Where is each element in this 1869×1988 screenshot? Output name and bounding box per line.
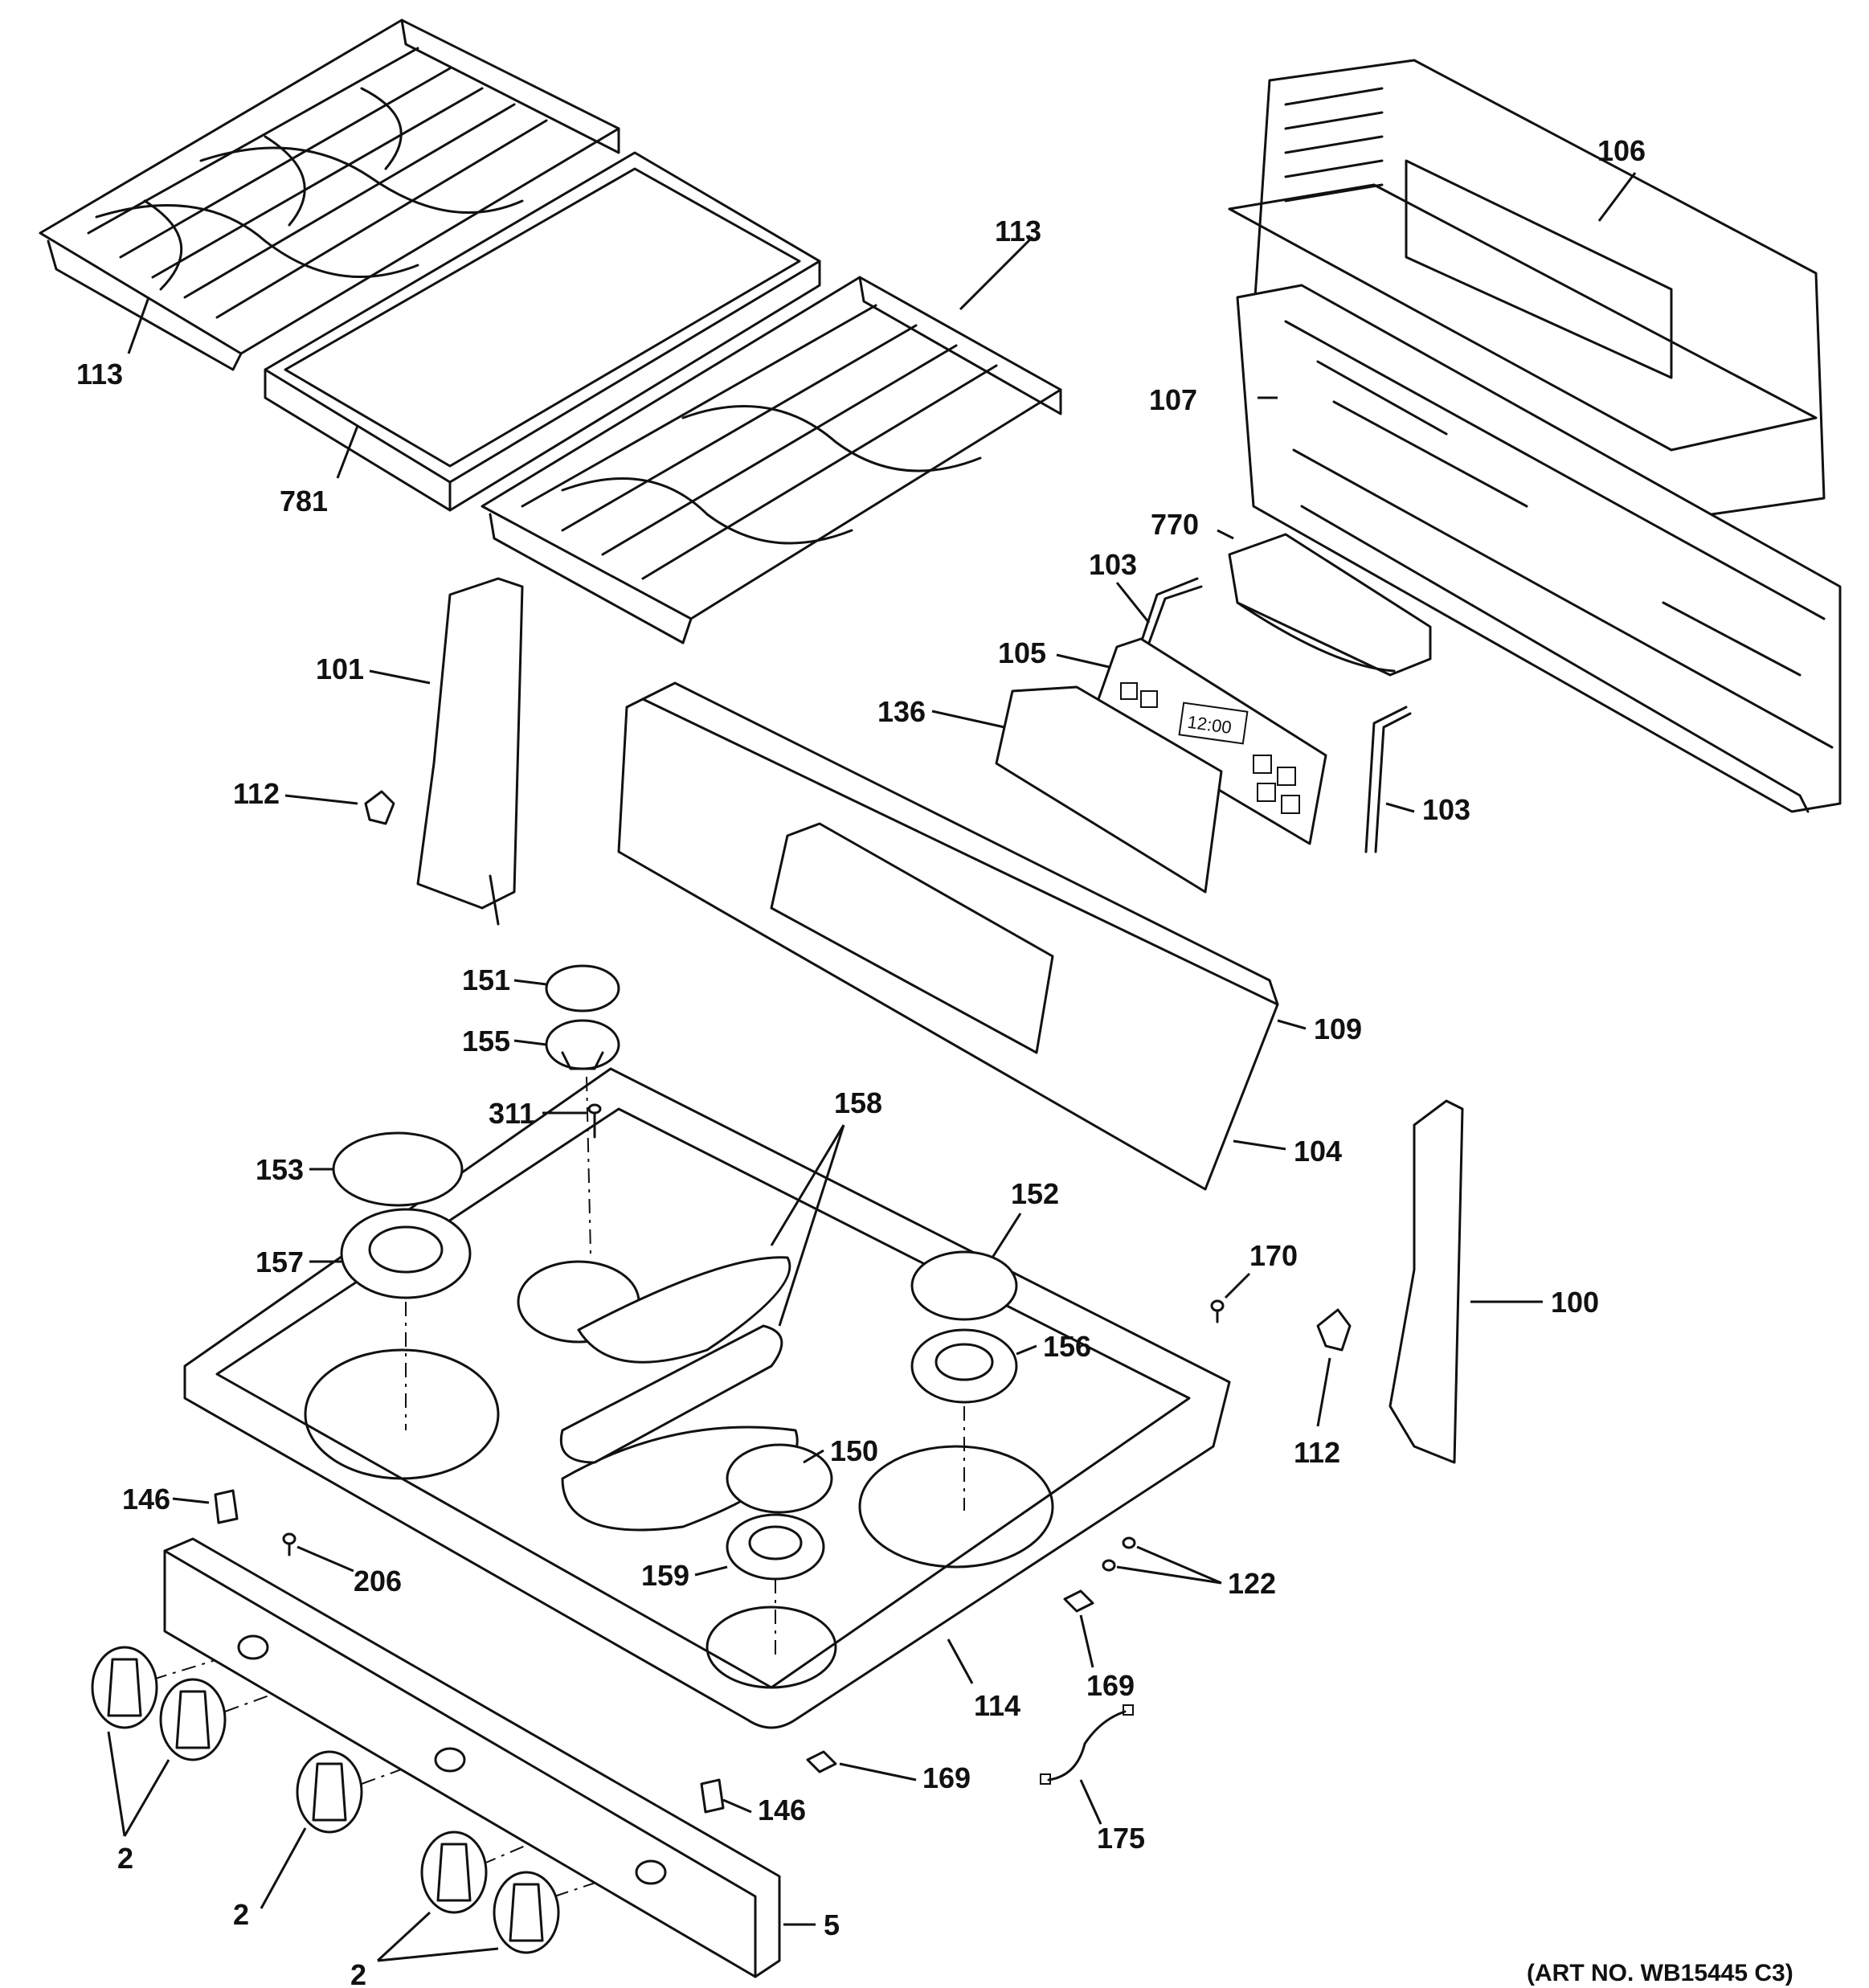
clip-112-left[interactable] [364, 790, 395, 825]
orifice-311[interactable] [587, 1103, 602, 1139]
callout-175: 175 [1097, 1822, 1145, 1855]
knob-4[interactable] [420, 1831, 488, 1914]
callout-153: 153 [256, 1153, 304, 1186]
screw-170[interactable] [1210, 1299, 1225, 1323]
callout-151: 151 [462, 963, 510, 996]
art-number: (ART NO. WB15445 C3) [1527, 1960, 1793, 1986]
callout-156: 156 [1043, 1330, 1091, 1363]
callout-169-left: 169 [922, 1761, 971, 1794]
callout-122: 122 [1228, 1567, 1276, 1600]
callout-109: 109 [1314, 1012, 1362, 1045]
callout-107: 107 [1149, 383, 1197, 416]
burner-grate-left[interactable] [39, 18, 620, 371]
burner-head-157[interactable] [340, 1208, 472, 1299]
burner-cap-151[interactable] [545, 964, 620, 1012]
callout-158: 158 [834, 1086, 882, 1119]
bracket-103-left[interactable] [1139, 577, 1203, 644]
callout-113-right: 113 [995, 215, 1041, 247]
rear-panel-lower[interactable] [1236, 284, 1842, 813]
callout-103-top: 103 [1089, 548, 1137, 581]
knob-5[interactable] [493, 1871, 560, 1954]
callout-112-left: 112 [233, 777, 280, 810]
clip-112-right[interactable] [1316, 1308, 1352, 1352]
knob-1[interactable] [91, 1646, 158, 1729]
callout-150: 150 [830, 1434, 878, 1467]
callout-101: 101 [316, 652, 364, 685]
knob-2[interactable] [159, 1678, 227, 1761]
bumper-146-left[interactable] [214, 1489, 239, 1524]
callout-146-right: 146 [758, 1794, 806, 1826]
burner-grate-right[interactable] [481, 276, 1062, 644]
side-trim-100[interactable] [1388, 1099, 1464, 1464]
callout-146-left: 146 [122, 1483, 170, 1516]
callout-2-c: 2 [350, 1958, 366, 1988]
callout-113-left: 113 [76, 358, 123, 391]
callout-2-a: 2 [117, 1842, 133, 1875]
callout-105: 105 [998, 636, 1046, 669]
burner-head-156[interactable] [910, 1328, 1018, 1404]
leader-lines [107, 172, 1637, 1962]
control-overlay-136[interactable] [995, 685, 1223, 894]
backguard-109[interactable] [617, 681, 1279, 1191]
callout-157: 157 [256, 1246, 304, 1278]
callout-5: 5 [824, 1908, 840, 1941]
burner-cap-153[interactable] [332, 1131, 464, 1207]
oval-burner-158[interactable] [560, 1256, 791, 1464]
callout-170: 170 [1249, 1239, 1298, 1272]
griddle[interactable] [264, 151, 821, 512]
callout-781: 781 [280, 485, 328, 517]
callout-206: 206 [354, 1565, 402, 1597]
knob-3[interactable] [296, 1750, 363, 1834]
callout-2-b: 2 [233, 1898, 249, 1931]
callout-152: 152 [1011, 1177, 1059, 1210]
callout-100: 100 [1551, 1286, 1599, 1319]
control-board-105[interactable]: 12:00 [1091, 637, 1327, 845]
callout-103-right: 103 [1422, 793, 1470, 826]
callout-104: 104 [1294, 1135, 1342, 1168]
clip-169-right[interactable] [1063, 1589, 1094, 1613]
callout-labels: 113 781 113 106 107 770 103 103 105 136 … [76, 134, 1793, 1988]
clip-169-left[interactable] [806, 1750, 837, 1773]
bracket-103-right[interactable] [1364, 706, 1412, 853]
burner-cap-152[interactable] [910, 1250, 1018, 1321]
callout-169-right: 169 [1086, 1669, 1135, 1702]
callout-106: 106 [1597, 134, 1646, 167]
screws-122[interactable] [1102, 1536, 1136, 1572]
vent-cover-770[interactable] [1228, 533, 1432, 677]
callout-159: 159 [641, 1559, 689, 1592]
callout-311: 311 [489, 1097, 535, 1130]
wire-harness-175[interactable] [1040, 1704, 1134, 1785]
burner-head-155[interactable] [545, 1019, 620, 1070]
manifold-panel-5[interactable] [163, 1537, 781, 1978]
callout-770: 770 [1151, 508, 1199, 541]
callout-114: 114 [974, 1689, 1020, 1722]
callout-136: 136 [877, 695, 926, 728]
callout-155: 155 [462, 1025, 510, 1057]
screw-206[interactable] [282, 1532, 297, 1556]
bumper-146-right[interactable] [700, 1778, 725, 1814]
burner-head-159[interactable] [726, 1513, 825, 1581]
side-trim-101[interactable] [416, 577, 524, 926]
callout-112-right: 112 [1294, 1436, 1340, 1469]
